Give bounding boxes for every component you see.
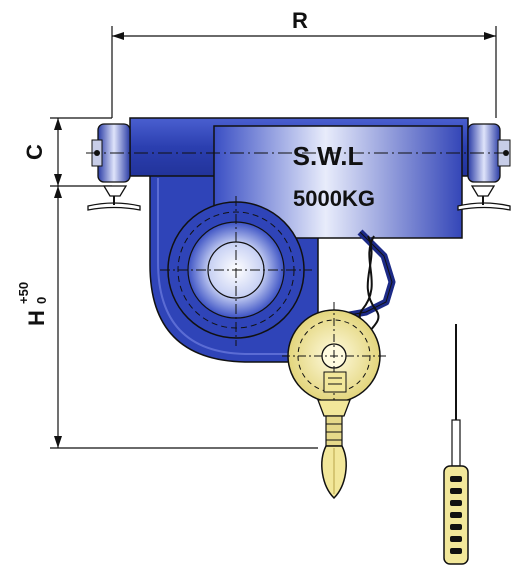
rope-drum [160,196,312,346]
r-arrow-left [112,32,124,40]
pendant-buttons [450,476,462,554]
capacity-line-1: S.W.L [293,141,364,171]
dimension-r [111,26,497,118]
pendant-button-5 [450,524,462,530]
pendant-button-7 [450,548,462,554]
hook-shank-top [317,399,351,417]
dimension-c [50,117,112,187]
capacity-line-2: 5000KG [293,186,375,211]
r-arrow-right [484,32,496,40]
h-label: H [24,310,49,326]
rope-guide-outline [343,231,393,317]
pendant-button-6 [450,536,462,542]
sheave-label-tag [323,371,347,393]
h-arrow-top [54,186,62,198]
h-arrow-bottom [54,436,62,448]
h-label-group: H +50 0 [16,282,49,326]
h-tolerance-upper: +50 [16,282,31,304]
c-arrow-top [54,118,62,130]
c-label: C [22,144,47,160]
h-tolerance-lower: 0 [34,297,49,304]
pendant-control [443,324,469,565]
pendant-button-1 [450,476,462,482]
housing-highlight [157,178,310,355]
bottom-block [282,302,386,417]
pendant-button-4 [450,512,462,518]
dimension-h [50,186,318,449]
pendant-button-2 [450,488,462,494]
pendant-strain-relief [451,419,461,467]
pendant-button-3 [450,500,462,506]
hook-shank [325,415,343,447]
hook [321,415,347,500]
r-label: R [292,8,308,33]
c-arrow-bottom [54,174,62,186]
